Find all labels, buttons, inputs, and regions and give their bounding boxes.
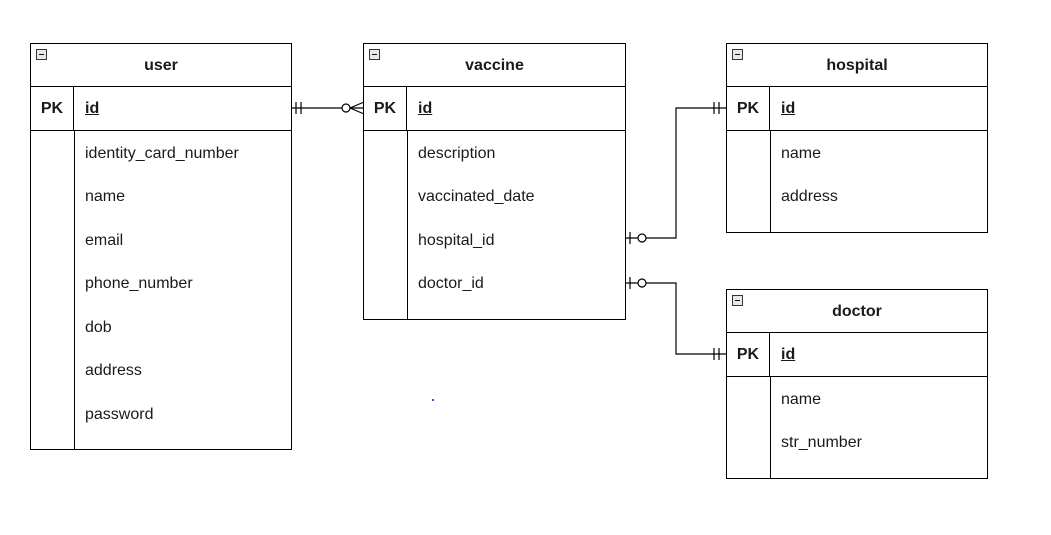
pk-field: id	[85, 100, 100, 117]
column-divider	[407, 131, 408, 319]
entity-hospital[interactable]: hospital PK id name address	[726, 43, 988, 233]
pk-field: id	[781, 346, 796, 363]
attribute-list: name address	[727, 131, 987, 232]
primary-key-row[interactable]: PK id	[364, 87, 625, 131]
attribute[interactable]: address	[85, 362, 142, 379]
attribute-list: name str_number	[727, 377, 987, 478]
zero-mark	[341, 103, 351, 113]
attribute-list: description vaccinated_date hospital_id …	[364, 131, 625, 319]
entity-title: hospital	[826, 57, 888, 74]
entity-header: doctor	[727, 290, 987, 333]
attribute[interactable]: email	[85, 232, 124, 249]
attribute[interactable]: password	[85, 406, 154, 423]
collapse-icon[interactable]	[369, 49, 380, 60]
attribute[interactable]: description	[418, 145, 496, 162]
column-divider	[770, 131, 771, 232]
entity-title: vaccine	[465, 57, 524, 74]
primary-key-row[interactable]: PK id	[31, 87, 291, 131]
pk-label: PK	[31, 87, 74, 130]
collapse-icon[interactable]	[732, 295, 743, 306]
attribute[interactable]: identity_card_number	[85, 145, 239, 162]
attribute[interactable]: hospital_id	[418, 232, 495, 249]
attribute[interactable]: phone_number	[85, 275, 193, 292]
entity-header: hospital	[727, 44, 987, 87]
zero-mark	[637, 233, 647, 243]
column-divider	[770, 377, 771, 478]
attribute[interactable]: name	[781, 391, 822, 408]
rel-vaccine-doctor[interactable]	[625, 277, 727, 360]
stray-dot	[432, 399, 434, 401]
attribute[interactable]: name	[85, 188, 126, 205]
rel-user-vaccine[interactable]	[291, 101, 365, 115]
pk-field: id	[418, 100, 433, 117]
entity-title: user	[144, 57, 178, 74]
attribute[interactable]: str_number	[781, 434, 862, 451]
column-divider	[74, 131, 75, 449]
attribute[interactable]: doctor_id	[418, 275, 484, 292]
entity-title: doctor	[832, 303, 882, 320]
primary-key-row[interactable]: PK id	[727, 87, 987, 131]
entity-header: user	[31, 44, 291, 87]
entity-header: vaccine	[364, 44, 625, 87]
entity-doctor[interactable]: doctor PK id name str_number	[726, 289, 988, 479]
primary-key-row[interactable]: PK id	[727, 333, 987, 377]
attribute[interactable]: dob	[85, 319, 112, 336]
entity-vaccine[interactable]: vaccine PK id description vaccinated_dat…	[363, 43, 626, 320]
pk-label: PK	[727, 333, 770, 376]
entity-user[interactable]: user PK id identity_card_number name ema…	[30, 43, 292, 450]
pk-label: PK	[727, 87, 770, 130]
crowfoot-mark	[349, 101, 365, 109]
collapse-icon[interactable]	[36, 49, 47, 60]
attribute[interactable]: address	[781, 188, 838, 205]
attribute-list: identity_card_number name email phone_nu…	[31, 131, 291, 449]
attribute[interactable]: vaccinated_date	[418, 188, 535, 205]
pk-field: id	[781, 100, 796, 117]
attribute[interactable]: name	[781, 145, 822, 162]
rel-vaccine-hospital[interactable]	[625, 102, 727, 244]
crowfoot-mark	[349, 107, 365, 115]
zero-mark	[637, 278, 647, 288]
collapse-icon[interactable]	[732, 49, 743, 60]
pk-label: PK	[364, 87, 407, 130]
